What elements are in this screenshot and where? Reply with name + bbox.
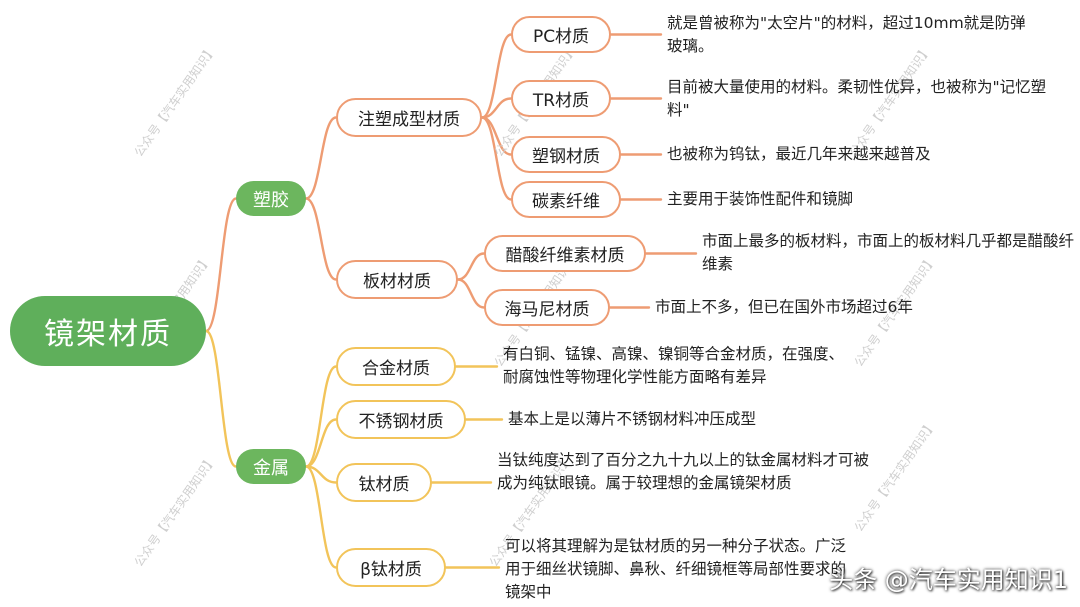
- node-tr: TR材质: [511, 80, 611, 117]
- branch-plastic: 塑胶: [236, 181, 306, 216]
- link-root-metal: [204, 329, 238, 468]
- desc-titanium: 当钛纯度达到了百分之九十九以上的钛金属材料才可被成为纯钛眼镜。属于较理想的金属镜…: [497, 451, 870, 492]
- desc-plastic-steel: 也被称为钨钛，最近几年来越来越普及: [667, 145, 931, 163]
- link-metal-node-beta-titanium: [304, 465, 338, 569]
- desc-pc: 就是曾被称为"太空片"的材料，超过10mm就是防弹玻璃。: [667, 14, 1026, 55]
- desc-carbon-fiber: 主要用于装饰性配件和镜脚: [667, 190, 854, 208]
- credit-watermark: 头条 @汽车实用知识1: [829, 566, 1068, 594]
- link-root-plastic: [204, 197, 238, 333]
- node-plastic-steel: 塑钢材质: [511, 136, 621, 173]
- branch-metal: 金属: [236, 449, 306, 484]
- link-injection-node-pc: [480, 33, 513, 119]
- link-metal-node-alloy: [304, 365, 338, 468]
- node-hemani: 海马尼材质: [484, 289, 610, 326]
- desc-alloy: 有白铜、锰镍、高镍、镍铜等合金材质，在强度、耐腐蚀性等物理化学性能方面略有差异: [503, 345, 845, 386]
- link-metal-node-stainless-steel: [304, 418, 338, 468]
- link-sheet-node-acetate: [456, 252, 486, 281]
- node-pc: PC材质: [511, 16, 611, 53]
- link-plastic-node-injection-molding: [304, 116, 338, 200]
- node-acetate: 醋酸纤维素材质: [484, 235, 646, 272]
- node-carbon-fiber: 碳素纤维: [511, 181, 621, 218]
- desc-stainless-steel: 基本上是以薄片不锈钢材料冲压成型: [508, 410, 757, 428]
- desc-tr: 目前被大量使用的材料。柔韧性优异，也被称为"记忆塑料": [667, 78, 1047, 119]
- node-titanium: 钛材质: [336, 463, 432, 502]
- node-injection-molding: 注塑成型材质: [336, 98, 482, 137]
- node-beta-titanium: β钛材质: [336, 548, 446, 587]
- link-plastic-node-sheet-material: [304, 197, 338, 281]
- node-sheet-material: 板材材质: [336, 260, 458, 299]
- desc-acetate: 市面上最多的板材料，市面上的板材料几乎都是醋酸纤维素: [702, 232, 1075, 273]
- link-sheet-node-hemani: [456, 278, 486, 309]
- root-node: 镜架材质: [10, 296, 206, 366]
- node-alloy: 合金材质: [336, 347, 456, 386]
- node-stainless-steel: 不锈钢材质: [336, 400, 466, 439]
- desc-hemani: 市面上不多，但已在国外市场超过6年: [655, 298, 913, 316]
- desc-beta-titanium: 可以将其理解为是钛材质的另一种分子状态。广泛用于细丝状镜脚、鼻秋、纤细镜框等局部…: [505, 537, 847, 601]
- link-injection-node-carbon-fiber: [480, 116, 513, 201]
